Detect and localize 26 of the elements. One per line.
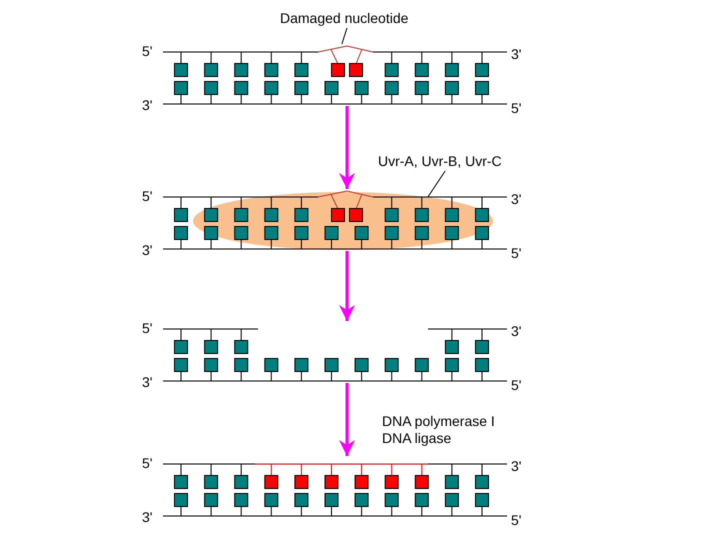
strand-end-label: 3' xyxy=(142,374,152,390)
arrow xyxy=(339,383,355,456)
dna-drawing xyxy=(163,44,507,106)
strand-end-label: 5' xyxy=(142,43,152,59)
strand-end-label: 5' xyxy=(142,320,152,336)
strand-end-label: 3' xyxy=(511,323,522,339)
leader-line xyxy=(427,170,446,198)
strand-end-label: 5' xyxy=(511,245,522,261)
arrow xyxy=(339,106,355,189)
annotation-text: Damaged nucleotide xyxy=(280,10,414,28)
strand-end-label: 5' xyxy=(142,455,152,471)
strand-end-label: 3' xyxy=(511,191,522,207)
strand-end-label: 5' xyxy=(511,377,522,393)
dna-drawing xyxy=(163,189,507,251)
strand-end-label: 3' xyxy=(142,97,152,113)
strand-end-label: 3' xyxy=(142,509,152,525)
leader-line xyxy=(341,28,348,44)
strand-end-label: 3' xyxy=(511,458,522,474)
strand-end-label: 5' xyxy=(142,188,152,204)
strand-end-label: 5' xyxy=(511,100,522,116)
strand-end-label: 3' xyxy=(142,242,152,258)
arrow xyxy=(339,251,355,321)
annotation-text: Uvr-A, Uvr-B, Uvr-C xyxy=(378,153,524,171)
strand-end-label: 3' xyxy=(511,46,522,62)
strand-end-label: 5' xyxy=(511,512,522,528)
protein-complex-ellipse xyxy=(193,192,493,250)
